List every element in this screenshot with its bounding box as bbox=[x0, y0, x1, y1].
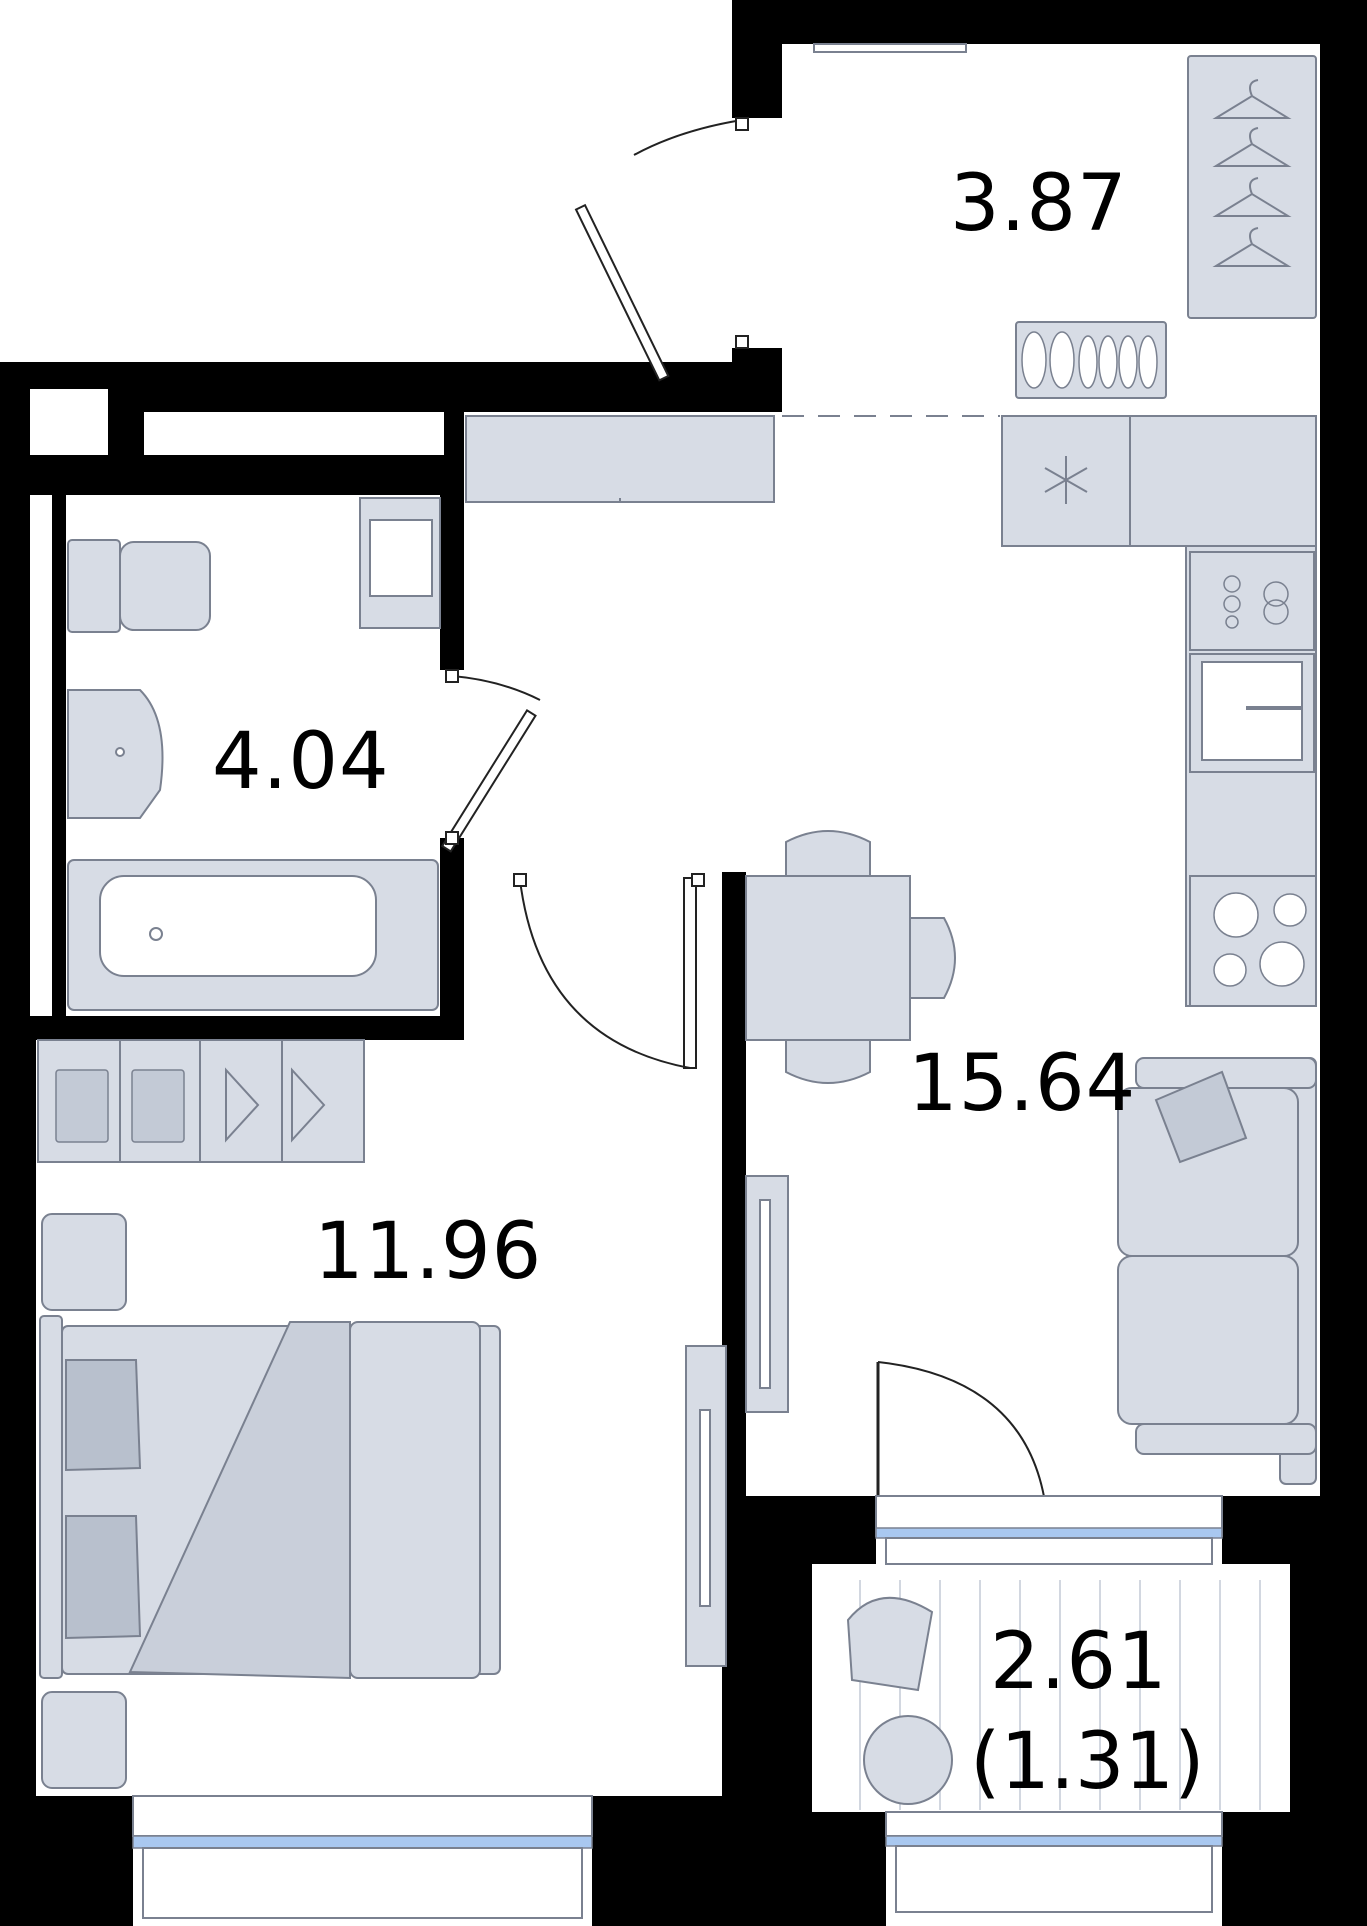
balcony-chair bbox=[846, 1596, 934, 1692]
sink-bathroom-drain bbox=[115, 747, 125, 757]
bedroom-door-leaf[interactable] bbox=[683, 877, 697, 1069]
hanger-icon bbox=[1212, 127, 1292, 167]
hallway-wardrobe bbox=[1187, 55, 1317, 319]
hanger-icon bbox=[225, 1067, 326, 1143]
window-balcony-sill bbox=[895, 1845, 1213, 1913]
washing-machine-door bbox=[369, 519, 433, 597]
bathtub-drain bbox=[149, 927, 163, 941]
shirt-icon bbox=[55, 1069, 185, 1143]
balcony-deck bbox=[859, 1580, 1261, 1810]
hall-cabinet bbox=[465, 415, 775, 503]
pillow-bottom bbox=[65, 1515, 142, 1640]
bedroom-area-label: 11.96 bbox=[314, 1207, 542, 1297]
balcony-table bbox=[863, 1715, 953, 1805]
toilet-tank bbox=[67, 539, 121, 633]
wall-bedroom-bottom-left bbox=[0, 1796, 133, 1926]
wall-balcony-bottom bbox=[746, 1812, 886, 1926]
tv-bedroom bbox=[699, 1409, 711, 1607]
bedroom-door-arc bbox=[519, 879, 691, 1069]
bathroom-door-hinge-top bbox=[445, 669, 459, 683]
furniture bbox=[37, 55, 1317, 1810]
balcony-reduced-area-label: (1.31) bbox=[970, 1717, 1205, 1807]
window-bedroom-sill bbox=[142, 1847, 583, 1919]
bed-headboard bbox=[39, 1315, 63, 1679]
entrance-door-hinge-top bbox=[735, 117, 749, 131]
bathtub-basin bbox=[99, 875, 377, 977]
nightstand-bottom bbox=[41, 1691, 127, 1789]
wall-balcony-bottom-r bbox=[1222, 1812, 1367, 1926]
toilet-bowl bbox=[119, 541, 211, 631]
sink-bathroom bbox=[67, 689, 164, 819]
sofa-arm-bottom bbox=[1135, 1423, 1317, 1455]
wall-bath-right-low bbox=[440, 838, 464, 1038]
window-living-glass bbox=[875, 1527, 1223, 1539]
windows bbox=[132, 43, 1223, 1919]
dining-chair-top bbox=[785, 830, 871, 877]
bed-blanket bbox=[128, 1321, 351, 1680]
bathroom-area-label: 4.04 bbox=[212, 717, 390, 807]
doors bbox=[440, 117, 1049, 1531]
dishwasher-icon bbox=[1223, 575, 1289, 629]
bedroom-door-hinge-a bbox=[513, 873, 527, 887]
bathroom-door-hinge-bottom bbox=[445, 831, 459, 845]
balcony-door-arc bbox=[877, 1361, 1049, 1531]
bathroom-door-leaf[interactable] bbox=[440, 708, 537, 853]
wall-bath-bottom bbox=[0, 1016, 464, 1040]
shaft-c bbox=[1210, 352, 1320, 395]
hallway-area-label: 3.87 bbox=[950, 159, 1128, 249]
kitchen-counter bbox=[1129, 415, 1317, 547]
hanger-icon bbox=[1212, 177, 1292, 217]
dishwasher bbox=[1189, 551, 1315, 651]
floor-living-corridor bbox=[464, 872, 722, 1040]
kitchen-living-area-label: 15.64 bbox=[908, 1039, 1136, 1129]
hallway-hangers bbox=[1212, 79, 1292, 267]
bathroom-door-arc bbox=[451, 675, 541, 701]
window-balcony bbox=[885, 1811, 1223, 1837]
burner-icon bbox=[1213, 892, 1307, 987]
dining-chair-right bbox=[909, 917, 956, 999]
nightstand-top bbox=[41, 1213, 127, 1311]
window-balcony-glass bbox=[885, 1835, 1223, 1847]
wall-living-bottom-right bbox=[1222, 1496, 1320, 1564]
sofa-seat-bottom bbox=[1117, 1255, 1299, 1425]
shaft-b bbox=[150, 412, 444, 455]
hanger-icon bbox=[1212, 227, 1292, 267]
window-bedroom-glass bbox=[132, 1835, 593, 1849]
sofa-pillow bbox=[1154, 1070, 1248, 1164]
wall-hall-top bbox=[732, 0, 1367, 44]
wall-hall-right bbox=[1320, 0, 1367, 412]
kitchen-sink-basin bbox=[1201, 661, 1303, 761]
hanger-icon bbox=[1212, 79, 1292, 119]
wall-top-block-b bbox=[0, 455, 464, 495]
entrance-door-leaf[interactable] bbox=[574, 203, 670, 382]
wall-left-outer-b bbox=[30, 1020, 36, 1926]
window-hallway bbox=[813, 43, 967, 53]
entrance-door-hinge-bottom bbox=[735, 335, 749, 349]
bedroom-door-hinge-b bbox=[691, 873, 705, 887]
dining-chair-bottom bbox=[785, 1039, 871, 1084]
window-bedroom bbox=[132, 1795, 593, 1837]
dining-table bbox=[745, 875, 911, 1041]
wall-living-bottom-left bbox=[746, 1496, 876, 1564]
shoe-icon bbox=[1021, 331, 1158, 389]
bath-left-strip-line bbox=[52, 495, 66, 1016]
snowflake-icon bbox=[1044, 456, 1088, 504]
tv-living bbox=[759, 1199, 771, 1389]
shaft-a bbox=[30, 389, 108, 455]
balcony-area-label: 2.61 bbox=[990, 1617, 1168, 1707]
bed-blanket-fold bbox=[349, 1321, 481, 1679]
window-living-sill bbox=[885, 1537, 1213, 1565]
pillow-top bbox=[65, 1359, 142, 1472]
wall-left-outer bbox=[0, 362, 30, 1926]
room-labels: 3.87 4.04 15.64 11.96 2.61 (1.31) bbox=[212, 159, 1205, 1807]
bath-left-strip bbox=[30, 495, 52, 1016]
wall-bedroom-bottom-right bbox=[592, 1796, 722, 1926]
entrance-door-arc bbox=[633, 119, 743, 156]
